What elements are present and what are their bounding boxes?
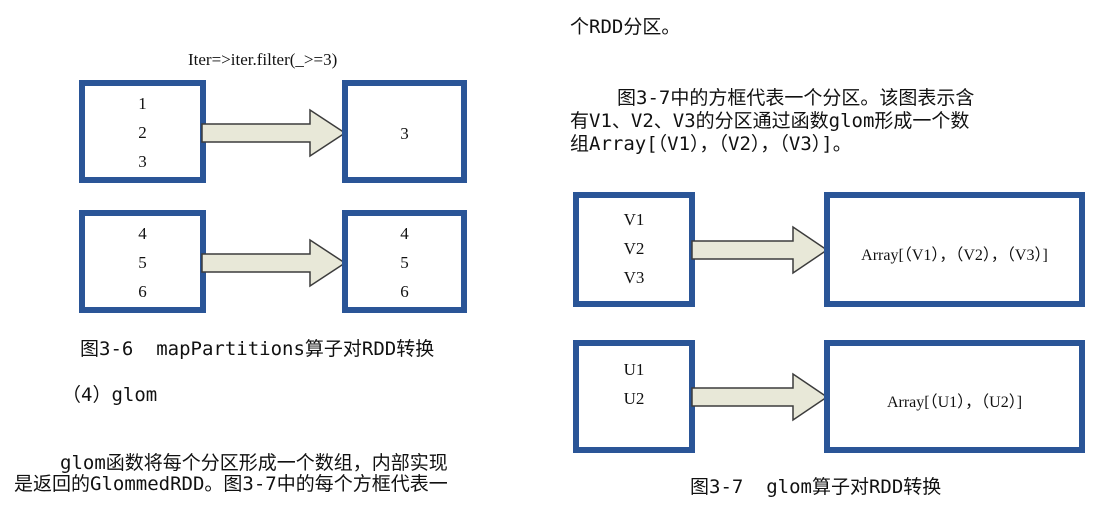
partition-element: 1 [138,94,147,113]
fig37-source-partition-1: V1 V2 V3 [573,192,695,307]
fig36-formula: Iter=>iter.filter(_>=3) [188,50,338,69]
fig37-caption: 图3-7 glom算子对RDD转换 [690,476,942,498]
partition-element: V2 [623,239,645,258]
transform-arrow-icon [691,372,829,422]
transform-arrow-icon [201,108,347,158]
partition-element: 3 [400,124,409,143]
partition-element: 3 [138,152,147,171]
partition-element: 5 [138,253,147,272]
fig36-source-partition-2: 4 5 6 [79,210,206,313]
partition-element: 5 [400,253,409,272]
partition-element: U1 [623,360,645,379]
array-result: Array[（U1），（U2）] [886,394,1023,411]
paragraph-line: glom函数将每个分区形成一个数组，内部实现 [60,452,448,474]
fig37-source-partition-2: U1 U2 [573,340,695,453]
fig36-caption: 图3-6 mapPartitions算子对RDD转换 [80,338,435,360]
fig37-result-array-1: Array[（V1），（V2），（V3）] [824,192,1085,307]
transform-arrow-icon [201,238,347,288]
partition-element: 4 [400,224,409,243]
partition-element: 6 [400,282,409,301]
partition-element: V1 [623,210,645,229]
partition-element: 2 [138,123,147,142]
fig36-result-partition-1: 3 [342,80,467,183]
partition-element: U2 [623,389,645,408]
section-heading: （4）glom [62,384,158,406]
partition-element: 4 [138,224,147,243]
fig37-result-array-2: Array[（U1），（U2）] [824,340,1085,453]
paragraph-line: 有V1、V2、V3的分区通过函数glom形成一个数 [570,110,970,132]
paragraph-line: 是返回的GlommedRDD。图3-7中的每个方框代表一 [14,473,448,495]
array-result: Array[（V1），（V2），（V3）] [861,247,1048,264]
partition-element: 6 [138,282,147,301]
fig36-result-partition-2: 4 5 6 [342,210,467,313]
paragraph-continuation: 个RDD分区。 [570,16,681,38]
partition-element: V3 [623,268,645,287]
paragraph-line: 图3-7中的方框代表一个分区。该图表示含 [617,87,975,109]
paragraph-line: 组Array[（V1），（V2），（V3）]。 [570,133,852,155]
transform-arrow-icon [691,225,829,275]
fig36-source-partition-1: 1 2 3 [79,80,206,183]
